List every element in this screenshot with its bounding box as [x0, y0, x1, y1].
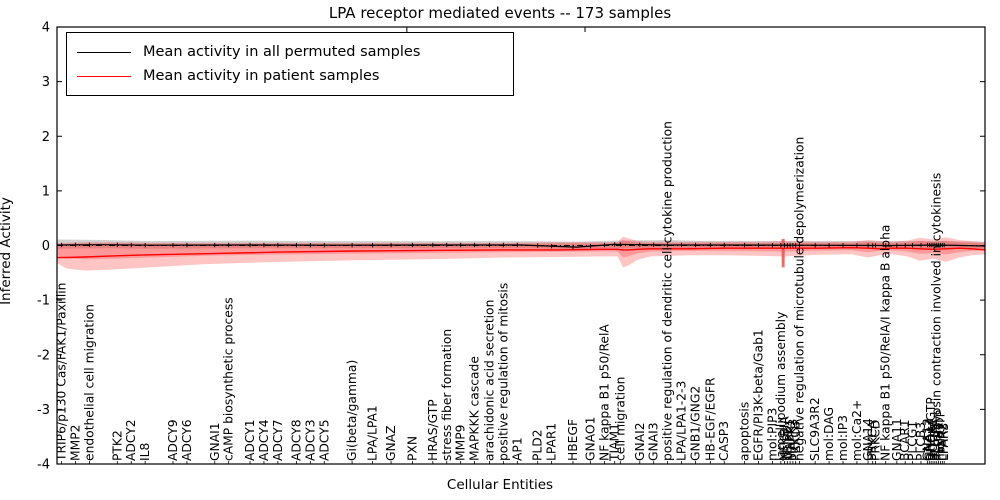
y-tick-label: 2	[42, 130, 50, 145]
x-tick-label: NF kappa B1 p50/RelA	[598, 324, 612, 461]
x-tick-label: stress fiber formation	[440, 329, 454, 461]
x-tick-label: PLCB1	[928, 422, 942, 461]
x-tick-label: EGFR/PI3K-beta/Gab1	[752, 329, 766, 461]
x-tick-label: ADCY4	[257, 419, 271, 461]
axes-frame	[56, 26, 986, 465]
red-vertical-bar	[781, 238, 785, 268]
x-tick-label: GNB1/GNG2	[689, 386, 703, 461]
x-tick-label: TRIP6	[780, 426, 794, 462]
x-tick-label: ADCY6	[180, 419, 194, 461]
x-tick-label: lamellipodium assembly	[774, 312, 788, 461]
x-tick-label: PRKCA	[866, 420, 880, 461]
x-tick-label: GNAI1	[208, 422, 222, 461]
legend-row-patient: Mean activity in patient samples	[67, 68, 513, 84]
x-tick-label: HBEGF	[566, 419, 580, 461]
x-tick-label: ADCY3	[303, 419, 317, 461]
x-tick-label: apoptosis	[738, 402, 752, 461]
y-tick-label: -4	[37, 458, 50, 473]
x-tick-label: GNAI2	[633, 422, 647, 461]
x-tick-label: GNAZ	[384, 425, 398, 461]
legend-label-patient: Mean activity in patient samples	[143, 68, 380, 84]
x-tick-label: LPAR1	[545, 423, 559, 461]
y-tick-label: -3	[37, 403, 50, 418]
x-tick-label: endothelial cell migration	[83, 304, 97, 461]
x-tick-label: LPA/LPA1	[366, 405, 380, 461]
legend-label-permuted: Mean activity in all permuted samples	[143, 44, 421, 60]
x-tick-label: mol:DAG	[822, 407, 836, 461]
x-tick-label: PRKCB	[789, 421, 803, 461]
patient-line-swatch	[77, 75, 131, 77]
x-tick-label: LPAR2	[935, 423, 949, 461]
x-tick-label: positive regulation of dendritic cell cy…	[661, 121, 675, 461]
x-tick-label: HB-EGF/EGFR	[703, 377, 717, 461]
y-tick-label: 1	[42, 184, 50, 199]
x-tick-label: BCAR1	[898, 419, 912, 461]
x-tick-label: negative regulation of microtubule depol…	[792, 137, 806, 461]
x-tick-label: IL8	[138, 443, 152, 461]
x-tick-label: mol:IP3	[836, 415, 850, 461]
x-tick-label: GNA14	[861, 418, 875, 461]
x-tick-label: TRIP6/p130 Cas/FAK1/Paxillin	[55, 283, 69, 462]
x-tick-label: TIAM1	[608, 423, 622, 462]
permuted-mean-line	[56, 243, 986, 248]
x-axis-label: Cellular Entities	[446, 477, 554, 493]
chart-title: LPA receptor mediated events -- 173 samp…	[328, 4, 672, 22]
x-tick-label: NFKBIA	[778, 416, 792, 461]
x-tick-label: MMP9	[454, 425, 468, 461]
x-tick-label: PLCG1	[906, 421, 920, 461]
y-tick-label: 3	[42, 75, 50, 90]
x-tick-label: Gi(beta/gamma)	[345, 360, 359, 461]
x-tick-label: actomyosin contraction involved in cytok…	[930, 173, 944, 461]
x-tick-label: MMP2	[69, 425, 83, 461]
x-tick-label: ROCK1	[926, 418, 940, 461]
y-tick-label: 4	[42, 21, 50, 36]
x-tick-label: ADCY5	[317, 419, 331, 461]
x-tick-label: MAPK1	[783, 419, 797, 461]
x-tick-label: mol:PIP3	[766, 408, 780, 461]
y-tick-label: 0	[42, 239, 50, 254]
x-tick-label: PRKCD	[869, 420, 883, 461]
x-tick-label: MAPK3	[786, 419, 800, 461]
x-tick-label: MAPKKK cascade	[468, 356, 482, 461]
patient-mean-line	[57, 246, 986, 259]
x-tick-label: AP1	[510, 437, 524, 461]
x-tick-label: HRAS/GTP	[426, 399, 440, 461]
y-tick-label: -2	[37, 348, 50, 363]
x-tick-label: GNAO1	[584, 417, 598, 461]
x-tick-label: NF kappa B1 p50/RelA/I kappa B alpha	[879, 225, 893, 461]
x-tick-label: RHOA/GTP	[924, 397, 938, 461]
x-tick-label: arachidonic acid secretion	[482, 300, 496, 461]
x-tick-label: PLCB2	[932, 422, 946, 461]
x-tick-label: mol:GTP	[934, 410, 948, 461]
x-tick-label: ADCY2	[124, 419, 138, 461]
x-tick-label: GNA13	[922, 418, 936, 461]
x-tick-label: PLD2	[531, 429, 545, 461]
x-tick-label: ADCY9	[166, 419, 180, 461]
x-tick-label: ADCY7	[271, 419, 285, 461]
x-tick-label: GNA11	[890, 418, 904, 461]
x-tick-label: PLCB3	[914, 422, 928, 461]
x-tick-label: cell migration	[613, 377, 627, 461]
legend-row-permuted: Mean activity in all permuted samples	[67, 44, 513, 60]
x-tick-label: ADCY8	[289, 419, 303, 461]
x-tick-label: CASP3	[717, 421, 731, 461]
y-tick-label: -1	[37, 294, 50, 309]
x-tick-label: SLC9A3R2	[808, 397, 822, 461]
x-tick-label: GNAI3	[647, 422, 661, 461]
x-tick-label: PTK2	[110, 430, 124, 461]
x-tick-label: mol:Ca2+	[850, 400, 864, 461]
x-tick-label: PXN	[405, 436, 419, 461]
permuted-line-swatch	[77, 51, 131, 53]
x-tick-label: cAMP biosynthetic process	[222, 297, 236, 461]
x-tick-label: positive regulation of mitosis	[496, 283, 510, 461]
x-tick-label: LPAR3	[937, 423, 951, 461]
legend-box: Mean activity in all permuted samples Me…	[66, 32, 514, 96]
x-tick-label: ADCY1	[243, 419, 257, 461]
x-tick-label: GNA12	[921, 418, 935, 461]
x-tick-label: LPA/LPA1-2-3	[675, 381, 689, 461]
